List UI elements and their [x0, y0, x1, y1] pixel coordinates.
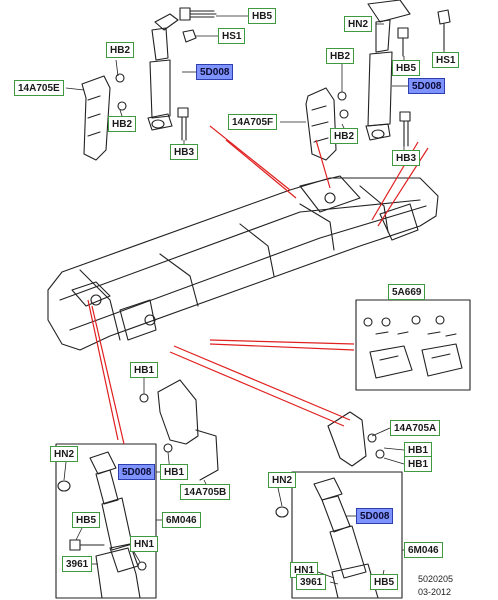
label-hb2-left-lower: HB2 [108, 116, 137, 132]
label-3961-left: 3961 [62, 556, 93, 572]
label-5d008-upper-right: 5D008 [408, 78, 446, 94]
chassis-frame [47, 175, 439, 351]
label-6m046-left: 6M046 [162, 512, 201, 528]
bolt-hb3-left [177, 107, 189, 141]
label-5a669: 5A669 [388, 284, 426, 300]
nut-hs1-top-right [437, 9, 451, 51]
label-3961-right: 3961 [296, 574, 327, 590]
shock-absorber-lower-right [275, 477, 367, 579]
label-14a705e: 14A705E [14, 80, 64, 96]
bracket-14a705f [305, 87, 349, 161]
label-hb2-left-upper: HB2 [106, 42, 135, 58]
label-hs1-top-right: HS1 [432, 52, 460, 68]
bracket-14a705a [327, 411, 385, 467]
label-hb5-top-right: HB5 [392, 60, 421, 76]
bolt-hb5-top [179, 7, 217, 21]
label-hb5-top: HB5 [248, 8, 277, 24]
label-hb2-right-lower: HB2 [330, 128, 359, 144]
lower-left-shock-box [55, 443, 157, 599]
label-leader-lines [63, 15, 445, 585]
drawing-number: 5020205 [418, 574, 454, 584]
label-hb1-lower-left: HB1 [130, 362, 159, 378]
label-hn2-top: HN2 [344, 16, 373, 32]
bolt-hb5-lower-left [69, 539, 105, 551]
label-6m046-right: 6M046 [404, 542, 443, 558]
label-5d008-lower-right: 5D008 [356, 508, 394, 524]
label-hn2-lower-left: HN2 [50, 446, 79, 462]
bolt-hb5-top-right [397, 27, 409, 57]
nut-hs1-top [182, 29, 197, 43]
bracket-14a705e [81, 73, 127, 161]
label-hs1-top: HS1 [218, 28, 246, 44]
lower-right-shock-box [291, 471, 403, 599]
label-14a705b: 14A705B [180, 484, 231, 500]
label-hb3-right: HB3 [392, 150, 421, 166]
label-5d008-upper-left: 5D008 [196, 64, 234, 80]
label-hn2-lower-right: HN2 [268, 472, 297, 488]
label-14a705a: 14A705A [390, 420, 441, 436]
red-leader-lines [87, 125, 429, 445]
label-hb5-lower-right: HB5 [370, 574, 399, 590]
label-14a705f: 14A705F [228, 114, 278, 130]
label-hb1-lower-right-b: HB1 [404, 456, 433, 472]
label-hb3-left: HB3 [170, 144, 199, 160]
bracket-3961-left [95, 547, 147, 599]
bolt-hb3-right [399, 111, 411, 147]
drawing-date: 03-2012 [418, 587, 452, 597]
label-hb5-lower-left: HB5 [72, 512, 101, 528]
shock-absorber-upper-right [365, 0, 411, 141]
label-hb1-lower-left-b: HB1 [160, 464, 189, 480]
label-5d008-lower-left: 5D008 [118, 464, 156, 480]
label-hn1-lower-left: HN1 [130, 536, 159, 552]
shock-absorber-upper-left [147, 13, 179, 131]
label-hb2-right-upper: HB2 [326, 48, 355, 64]
mount-kit-box [355, 299, 471, 391]
